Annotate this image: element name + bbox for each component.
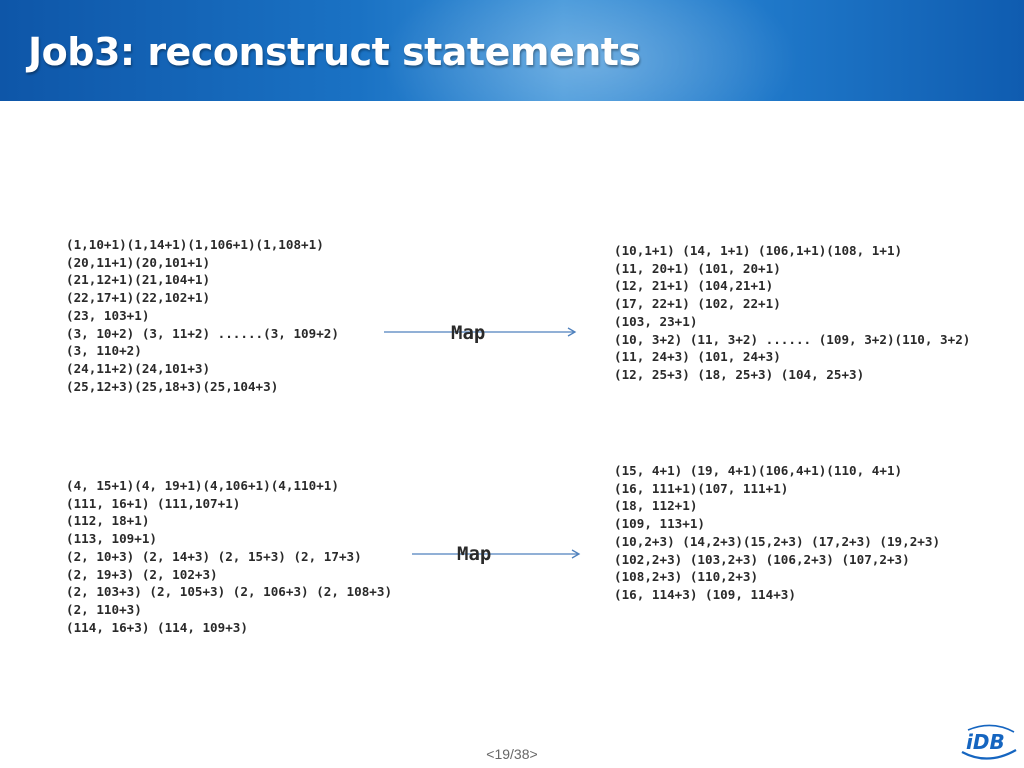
- statement-line: (1,10+1)(1,14+1)(1,106+1)(1,108+1): [66, 237, 324, 252]
- statement-line: (113, 109+1): [66, 531, 157, 547]
- statement-line: (20,11+1)(20,101+1): [66, 254, 211, 270]
- input-statements-1: (1,10+1)(1,14+1)(1,106+1)(1,108+1) (20,11…: [66, 236, 339, 395]
- statement-line: (21,12+1)(21,104+1): [66, 272, 211, 288]
- page-number: <19/38>: [486, 746, 538, 762]
- statement-line: (3, 10+2) (3, 11+2) ......(3, 109+2): [66, 325, 339, 341]
- statement-line: (2, 103+3) (2, 105+3) (2, 106+3) (2, 108…: [66, 584, 393, 600]
- map-label-2: Map: [457, 543, 492, 565]
- statement-line: (22,17+1)(22,102+1): [66, 290, 211, 306]
- statement-line: (10,1+1) (14, 1+1) (106,1+1)(108, 1+1): [614, 243, 903, 258]
- statement-line: (17, 22+1) (102, 22+1): [614, 296, 781, 312]
- statement-line: (114, 16+3) (114, 109+3): [66, 619, 248, 635]
- statement-line: (111, 16+1) (111,107+1): [66, 495, 241, 511]
- statement-line: (2, 19+3) (2, 102+3): [66, 566, 218, 582]
- statement-line: (10, 3+2) (11, 3+2) ...... (109, 3+2)(11…: [614, 331, 971, 347]
- statement-line: (25,12+3)(25,18+3)(25,104+3): [66, 378, 279, 394]
- statement-line: (16, 111+1)(107, 111+1): [614, 480, 789, 496]
- map-label-1: Map: [451, 322, 486, 344]
- statement-line: (108,2+3) (110,2+3): [614, 569, 759, 585]
- statement-line: (12, 25+3) (18, 25+3) (104, 25+3): [614, 366, 865, 382]
- statement-line: (15, 4+1) (19, 4+1)(106,4+1)(110, 4+1): [614, 463, 903, 478]
- statement-line: (103, 23+1): [614, 313, 698, 329]
- statement-line: (3, 110+2): [66, 343, 142, 359]
- map-arrow-icon: [412, 549, 581, 559]
- statement-line: (102,2+3) (103,2+3) (106,2+3) (107,2+3): [614, 551, 910, 567]
- statement-line: (109, 113+1): [614, 516, 705, 532]
- statement-line: (2, 110+3): [66, 601, 142, 617]
- slide-title: Job3: reconstruct statements: [28, 30, 641, 74]
- logo-text: iDB: [966, 730, 1005, 754]
- statement-line: (16, 114+3) (109, 114+3): [614, 586, 796, 602]
- map-arrow-icon: [384, 327, 577, 337]
- input-statements-2: (4, 15+1)(4, 19+1)(4,106+1)(4,110+1) (111…: [66, 477, 392, 636]
- statement-line: (24,11+2)(24,101+3): [66, 360, 211, 376]
- statement-line: (18, 112+1): [614, 498, 698, 514]
- output-statements-1: (10,1+1) (14, 1+1) (106,1+1)(108, 1+1) (1…: [614, 242, 970, 384]
- output-statements-2: (15, 4+1) (19, 4+1)(106,4+1)(110, 4+1) (1…: [614, 462, 940, 604]
- statement-line: (2, 10+3) (2, 14+3) (2, 15+3) (2, 17+3): [66, 548, 362, 564]
- statement-line: (11, 24+3) (101, 24+3): [614, 349, 781, 365]
- title-bar: Job3: reconstruct statements: [0, 0, 1024, 101]
- idb-logo-icon: iDB: [961, 724, 1017, 760]
- statement-line: (23, 103+1): [66, 307, 150, 323]
- statement-line: (112, 18+1): [66, 513, 150, 529]
- statement-line: (4, 15+1)(4, 19+1)(4,106+1)(4,110+1): [66, 478, 339, 493]
- statement-line: (12, 21+1) (104,21+1): [614, 278, 774, 294]
- statement-line: (11, 20+1) (101, 20+1): [614, 260, 781, 276]
- statement-line: (10,2+3) (14,2+3)(15,2+3) (17,2+3) (19,2…: [614, 533, 941, 549]
